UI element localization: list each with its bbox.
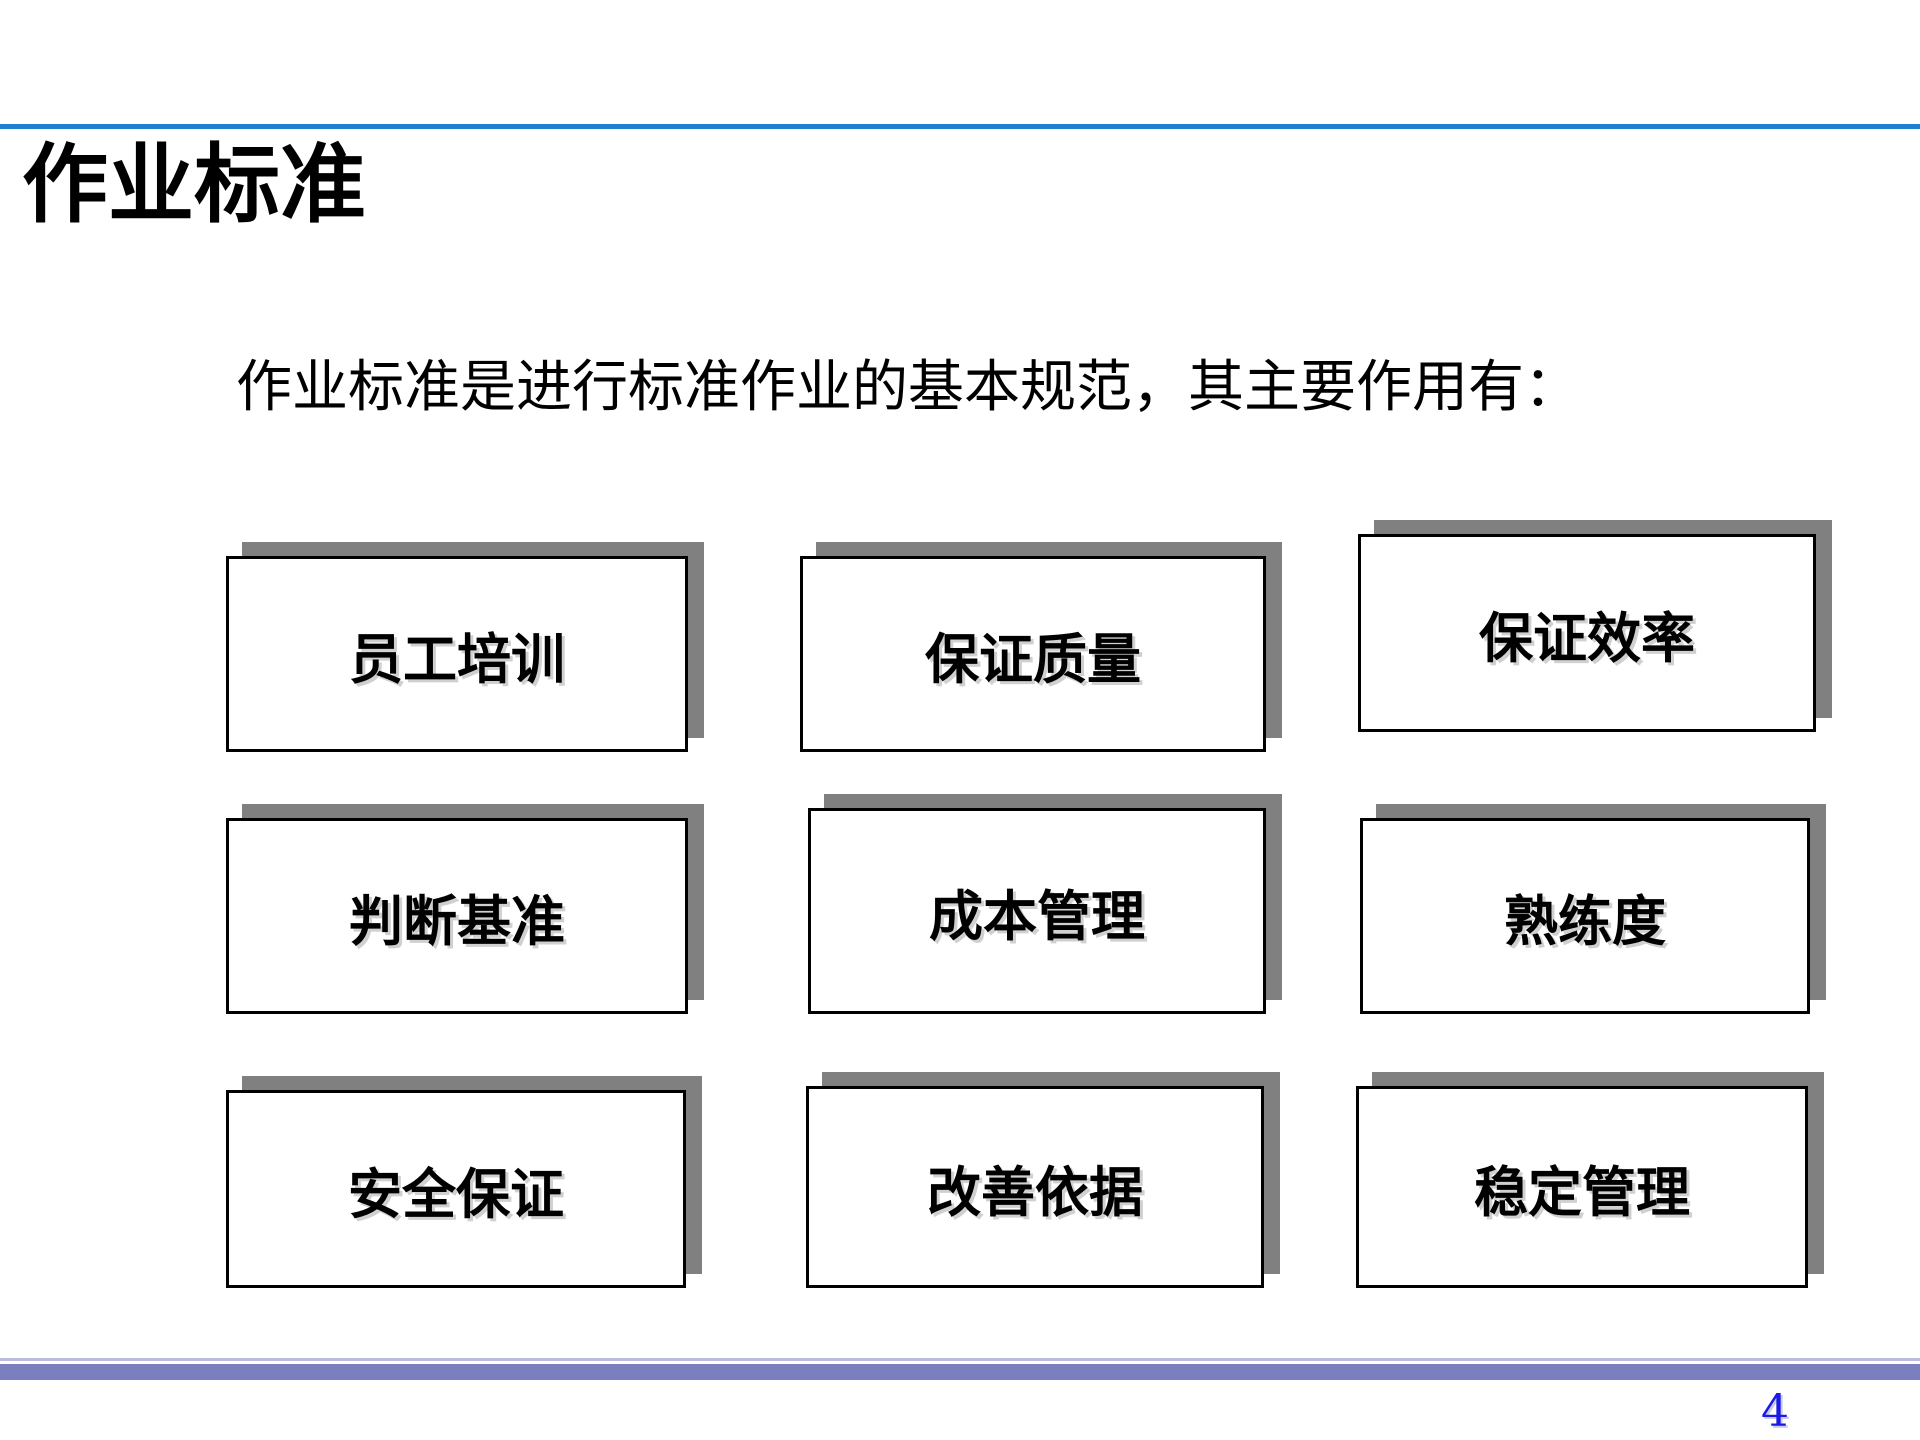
- benefit-box-proficiency[interactable]: 熟练度: [1360, 804, 1826, 1014]
- benefit-box-improvement-basis[interactable]: 改善依据: [806, 1072, 1280, 1288]
- box-label: 保证质量: [925, 627, 1141, 691]
- box-label: 判断基准: [349, 889, 565, 953]
- box-label: 改善依据: [927, 1160, 1143, 1224]
- box-label: 成本管理: [929, 884, 1145, 948]
- footer-accent-bar: [0, 1364, 1920, 1380]
- page-number: 4: [1761, 1386, 1789, 1437]
- box-face: 成本管理: [808, 808, 1266, 1014]
- box-label: 保证效率: [1479, 606, 1695, 670]
- box-face: 稳定管理: [1356, 1086, 1808, 1288]
- box-face: 保证质量: [800, 556, 1266, 752]
- benefit-box-cost-management[interactable]: 成本管理: [808, 794, 1282, 1014]
- header-accent-rule: [0, 124, 1920, 129]
- slide-subtitle: 作业标准是进行标准作业的基本规范，其主要作用有：: [236, 355, 1580, 420]
- box-face: 员工培训: [226, 556, 688, 752]
- box-face: 判断基准: [226, 818, 688, 1014]
- box-label: 熟练度: [1504, 889, 1666, 953]
- box-face: 熟练度: [1360, 818, 1810, 1014]
- box-face: 安全保证: [226, 1090, 686, 1288]
- benefit-box-judgement-basis[interactable]: 判断基准: [226, 804, 704, 1014]
- benefit-box-safety-assurance[interactable]: 安全保证: [226, 1076, 702, 1288]
- box-face: 保证效率: [1358, 534, 1816, 732]
- benefit-box-ensure-quality[interactable]: 保证质量: [800, 542, 1282, 752]
- box-label: 稳定管理: [1474, 1160, 1690, 1224]
- box-face: 改善依据: [806, 1086, 1264, 1288]
- footer-accent-rule: [0, 1358, 1920, 1361]
- page-title: 作业标准: [22, 135, 366, 235]
- box-label: 安全保证: [348, 1162, 564, 1226]
- benefit-box-ensure-efficiency[interactable]: 保证效率: [1358, 520, 1832, 732]
- box-label: 员工培训: [349, 627, 565, 691]
- benefit-box-employee-training[interactable]: 员工培训: [226, 542, 704, 752]
- benefit-box-stable-management[interactable]: 稳定管理: [1356, 1072, 1824, 1288]
